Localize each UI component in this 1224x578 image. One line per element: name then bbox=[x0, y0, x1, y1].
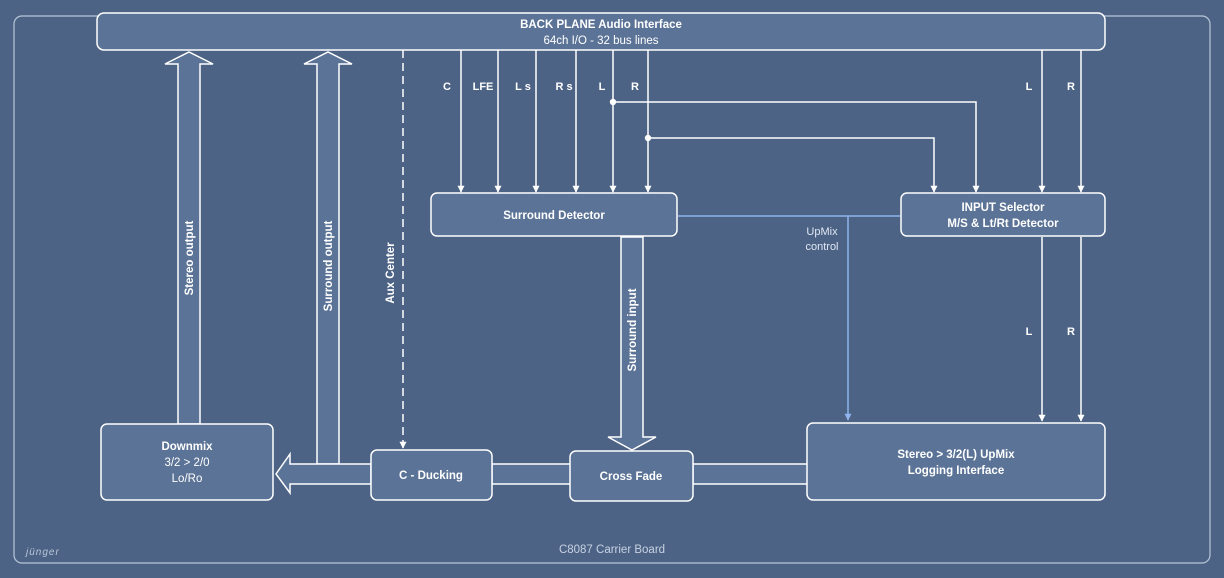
selector-output-label-r: R bbox=[1067, 326, 1075, 338]
channel-label-ls: L s bbox=[515, 81, 531, 93]
backplane-subtitle: 64ch I/O - 32 bus lines bbox=[543, 35, 658, 47]
input-selector-box bbox=[900, 192, 1106, 237]
backplane-title: BACK PLANE Audio Interface bbox=[520, 19, 682, 31]
upmix-control-label-2: control bbox=[805, 241, 838, 253]
input-selector-label-2: M/S & Lt/Rt Detector bbox=[947, 218, 1059, 230]
crossfade-to-upmix-bus bbox=[692, 463, 809, 485]
cross-fade-label: Cross Fade bbox=[600, 471, 663, 483]
downmix-label-3: Lo/Ro bbox=[172, 473, 203, 485]
surround-input-label: Surround input bbox=[627, 288, 639, 371]
downmix-label-1: Downmix bbox=[161, 441, 213, 453]
channel-label-l: L bbox=[599, 81, 606, 93]
upmix-control-label-1: UpMix bbox=[806, 226, 838, 238]
downmix-feed-bus bbox=[275, 451, 372, 496]
ducking-to-crossfade-bus bbox=[491, 463, 572, 485]
stereo-output-label: Stereo output bbox=[184, 220, 196, 295]
input-selector-label-1: INPUT Selector bbox=[961, 202, 1045, 214]
channel-label-c: C bbox=[443, 81, 451, 93]
selector-output-label-l: L bbox=[1026, 326, 1033, 338]
aux-center-label: Aux Center bbox=[385, 242, 397, 304]
brand-logo: jünger bbox=[24, 547, 60, 558]
channel-label-lfe: LFE bbox=[473, 81, 494, 93]
cross-fade-box bbox=[569, 450, 694, 502]
surround-output-label: Surround output bbox=[323, 220, 335, 311]
downmix-box bbox=[100, 423, 274, 501]
c-ducking-box bbox=[370, 449, 493, 501]
downmix-label-2: 3/2 > 2/0 bbox=[164, 457, 209, 469]
surround-detector-box bbox=[430, 192, 678, 237]
channel-wires bbox=[457, 50, 1085, 422]
upmix-label-2: Logging Interface bbox=[908, 465, 1004, 477]
surround-input-bus bbox=[607, 236, 657, 451]
channel-label-r: R bbox=[631, 81, 639, 93]
backplane-box bbox=[96, 12, 1106, 51]
selector-input-label-l: L bbox=[1026, 81, 1033, 93]
upmix-label-1: Stereo > 3/2(L) UpMix bbox=[897, 449, 1015, 461]
surround-output-bus bbox=[303, 51, 353, 465]
board-name: C8087 Carrier Board bbox=[559, 544, 665, 556]
channel-label-rs: R s bbox=[555, 81, 572, 93]
c-ducking-label: C - Ducking bbox=[399, 470, 463, 482]
stereo-output-bus bbox=[164, 51, 214, 425]
surround-detector-label: Surround Detector bbox=[503, 210, 605, 222]
upmix-box bbox=[806, 422, 1106, 501]
selector-input-label-r: R bbox=[1067, 81, 1075, 93]
